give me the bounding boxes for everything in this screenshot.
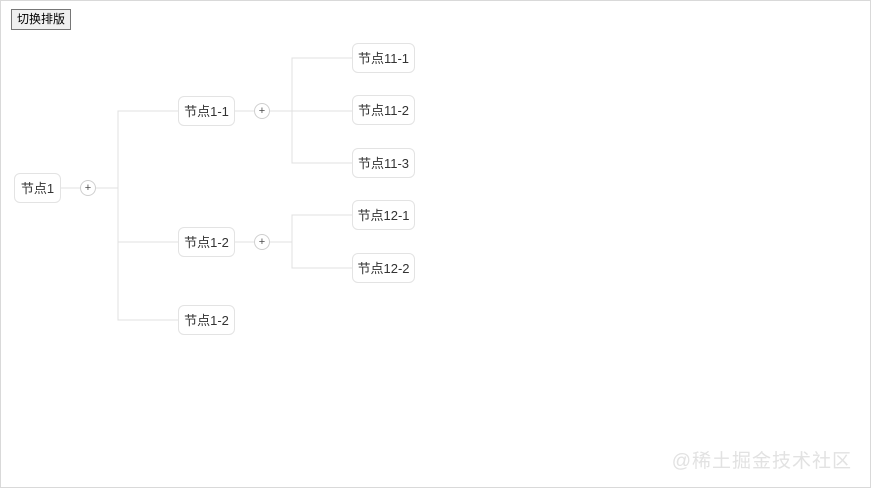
tree-edge bbox=[96, 187, 178, 243]
tree-node-label: 节点1 bbox=[20, 180, 55, 196]
tree-node-n11-3[interactable]: 节点11-3 bbox=[352, 148, 415, 178]
tree-edge bbox=[270, 214, 352, 243]
tree-node-label: 节点1-2 bbox=[184, 234, 229, 250]
tree-node-root[interactable]: 节点1 bbox=[14, 173, 61, 203]
tree-edge bbox=[96, 187, 178, 321]
tree-node-n11-1[interactable]: 节点11-1 bbox=[352, 43, 415, 73]
expand-toggle-icon-n1-1[interactable]: + bbox=[254, 103, 270, 119]
tree-node-label: 节点11-2 bbox=[357, 102, 410, 118]
tree-node-n11-2[interactable]: 节点11-2 bbox=[352, 95, 415, 125]
tree-node-label: 节点11-1 bbox=[357, 50, 410, 66]
expand-toggle-icon-n1-2a[interactable]: + bbox=[254, 234, 270, 250]
switch-layout-button[interactable]: 切换排版 bbox=[11, 9, 72, 30]
tree-edge bbox=[270, 57, 352, 112]
tree-edge bbox=[96, 110, 178, 189]
tree-node-n1-1[interactable]: 节点1-1 bbox=[178, 96, 235, 126]
expand-toggle-icon-root[interactable]: + bbox=[80, 180, 96, 196]
watermark: @稀土掘金技术社区 bbox=[671, 451, 852, 472]
tree-node-label: 节点1-2 bbox=[184, 312, 229, 328]
tree-node-n12-2[interactable]: 节点12-2 bbox=[352, 253, 415, 283]
tree-node-label: 节点11-3 bbox=[357, 155, 410, 171]
tree-node-n1-2b[interactable]: 节点1-2 bbox=[178, 305, 235, 335]
tree-node-label: 节点12-1 bbox=[357, 207, 410, 223]
tree-node-n1-2a[interactable]: 节点1-2 bbox=[178, 227, 235, 257]
tree-node-label: 节点1-1 bbox=[184, 103, 229, 119]
tree-node-n12-1[interactable]: 节点12-1 bbox=[352, 200, 415, 230]
tree-edge bbox=[270, 110, 352, 164]
tree-node-label: 节点12-2 bbox=[357, 260, 410, 276]
tree-edge bbox=[270, 241, 352, 269]
toolbar: 切换排版 bbox=[1, 1, 72, 30]
